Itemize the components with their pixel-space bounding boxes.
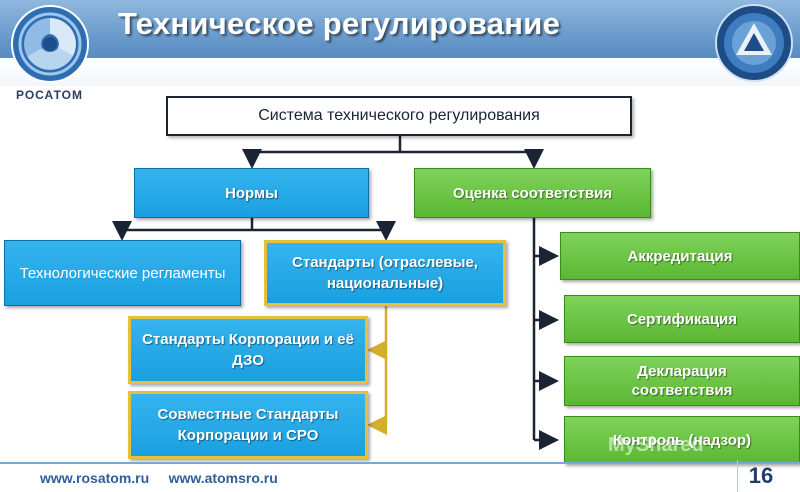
root-system-box: Система технического регулирования: [166, 96, 632, 136]
brand-label: РОСАТОМ: [16, 88, 83, 102]
joint-standards-box: Совместные Стандарты Корпорации и СРО: [128, 391, 368, 459]
accreditation-box: Аккредитация: [560, 232, 800, 280]
certification-box: Сертификация: [564, 295, 800, 343]
emblem-icon: [715, 4, 793, 82]
norms-box: Нормы: [134, 168, 369, 218]
corp-standards-box: Стандарты Корпорации и её ДЗО: [128, 316, 368, 384]
standards-box: Стандарты (отраслевые, национальные): [264, 240, 506, 306]
footer-divider: [0, 462, 800, 464]
header-band: [0, 58, 800, 86]
assessment-box: Оценка соответствия: [414, 168, 651, 218]
watermark-label: MyShared: [608, 434, 704, 456]
control-box: Контроль (надзор): [564, 416, 800, 464]
page-title: Техническое регулирование: [118, 6, 561, 41]
rosatom-logo-icon: [11, 5, 89, 83]
declaration-box: Декларация соответствия: [564, 356, 800, 406]
header-bar: [0, 0, 800, 86]
tech-regs-box: Технологические регламенты: [4, 240, 241, 306]
footer-links[interactable]: www.rosatom.ru www.atomsro.ru: [40, 470, 278, 486]
page-number: 16: [737, 460, 784, 492]
